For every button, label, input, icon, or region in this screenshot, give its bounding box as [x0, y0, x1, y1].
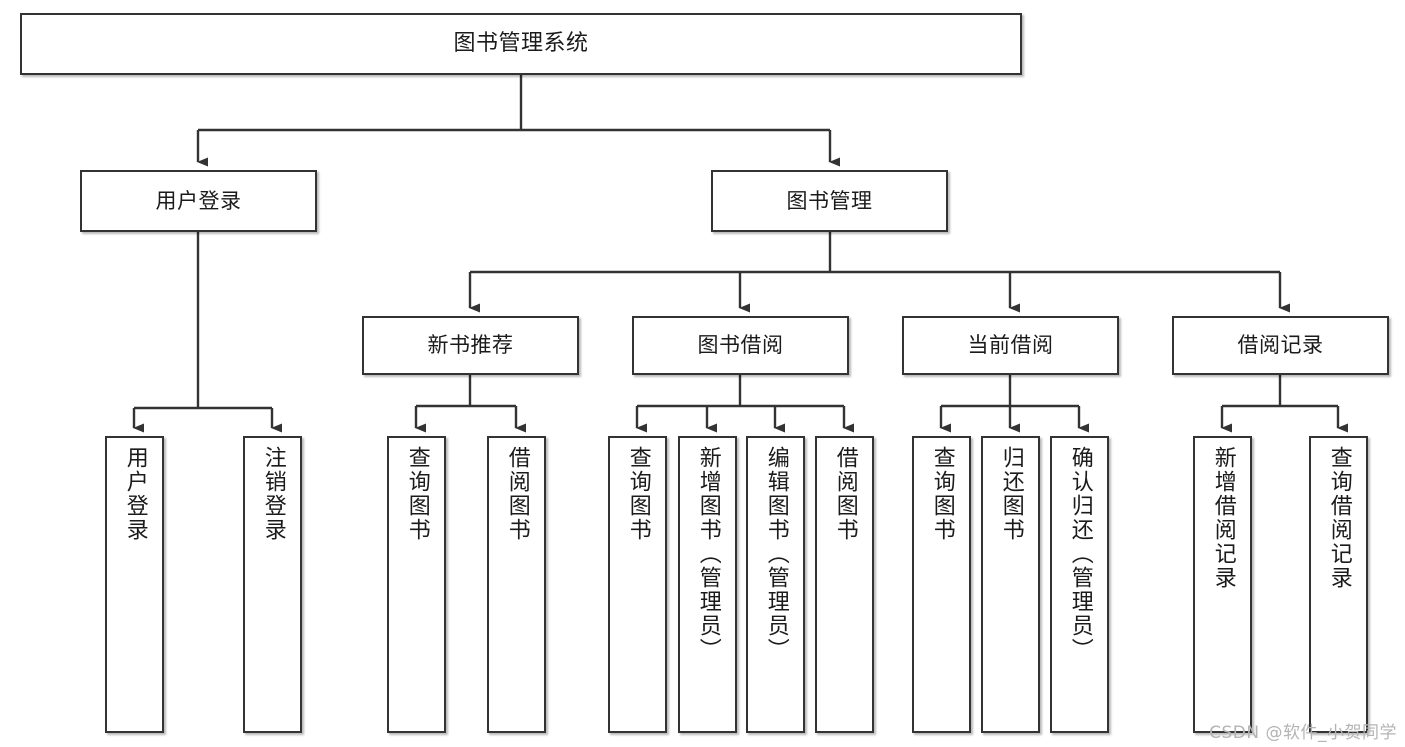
leaf-borrow-record-query-record[interactable]: 查询借阅记录 — [1309, 436, 1368, 733]
node-label: 新增图书（管理员） — [695, 446, 721, 662]
node-label: 查询图书 — [625, 446, 651, 542]
leaf-new-book-borrow-book[interactable]: 借阅图书 — [487, 436, 546, 733]
node-label: 借阅图书 — [504, 446, 530, 542]
leaf-user-login-login[interactable]: 用户登录 — [105, 436, 164, 733]
node-root-system[interactable]: 图书管理系统 — [20, 13, 1022, 75]
node-label: 查询借阅记录 — [1326, 446, 1352, 590]
node-borrow-record[interactable]: 借阅记录 — [1172, 316, 1389, 375]
leaf-book-borrow-query-book[interactable]: 查询图书 — [608, 436, 667, 733]
leaf-current-borrow-return-book[interactable]: 归还图书 — [981, 436, 1040, 733]
watermark-text: CSDN @软件_小贺同学 — [1209, 723, 1397, 743]
node-label: 确认归还（管理员） — [1067, 446, 1093, 662]
node-label: 图书管理 — [786, 188, 873, 213]
leaf-book-borrow-edit-book[interactable]: 编辑图书（管理员） — [746, 436, 805, 733]
node-label: 用户登录 — [122, 446, 148, 542]
node-current-borrow[interactable]: 当前借阅 — [902, 316, 1119, 375]
node-label: 新书推荐 — [427, 333, 514, 358]
node-label: 图书借阅 — [697, 333, 784, 358]
leaf-new-book-query-book[interactable]: 查询图书 — [387, 436, 446, 733]
node-new-book-recommend[interactable]: 新书推荐 — [362, 316, 579, 375]
node-book-borrow[interactable]: 图书借阅 — [632, 316, 849, 375]
node-user-login[interactable]: 用户登录 — [80, 170, 317, 232]
node-book-management[interactable]: 图书管理 — [711, 170, 948, 232]
leaf-user-login-logout[interactable]: 注销登录 — [243, 436, 302, 733]
leaf-borrow-record-add-record[interactable]: 新增借阅记录 — [1193, 436, 1252, 733]
node-label: 用户登录 — [155, 188, 242, 213]
node-label: 归还图书 — [998, 446, 1024, 542]
leaf-book-borrow-borrow-book[interactable]: 借阅图书 — [815, 436, 874, 733]
leaf-current-borrow-confirm-return[interactable]: 确认归还（管理员） — [1050, 436, 1109, 733]
node-label: 查询图书 — [404, 446, 430, 542]
node-label: 借阅图书 — [832, 446, 858, 542]
node-label: 借阅记录 — [1237, 333, 1324, 358]
leaf-book-borrow-add-book[interactable]: 新增图书（管理员） — [678, 436, 737, 733]
node-label: 图书管理系统 — [453, 30, 589, 56]
leaf-current-borrow-query-book[interactable]: 查询图书 — [912, 436, 971, 733]
node-label: 注销登录 — [260, 446, 286, 542]
node-label: 新增借阅记录 — [1210, 446, 1236, 590]
node-label: 当前借阅 — [967, 333, 1054, 358]
node-label: 编辑图书（管理员） — [763, 446, 789, 662]
node-label: 查询图书 — [929, 446, 955, 542]
